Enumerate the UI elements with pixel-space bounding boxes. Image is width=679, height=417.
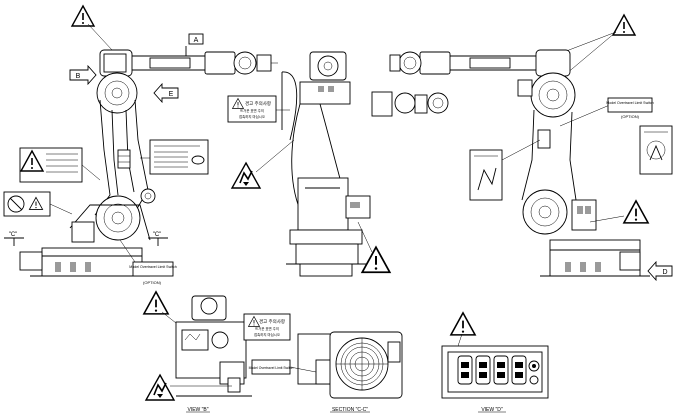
view-d-label: VIEW "D" [481,407,503,413]
view-b-label: VIEW "B" [187,407,208,413]
svg-text:"C": "C" [153,232,162,238]
svg-text:Model Overtravel Limit Switch: Model Overtravel Limit Switch [249,366,294,370]
svg-text:"C": "C" [9,232,18,238]
svg-text:Model Overtravel Limit Switch: Model Overtravel Limit Switch [606,101,654,105]
section-c-label: SECTION "C-C" [332,407,368,413]
callout-a: A [185,33,204,56]
note-limit-switch-3: Model Overtravel Limit Switch [249,359,317,375]
svg-text:E: E [169,91,174,98]
svg-text:A: A [194,37,199,44]
crush-warning-label [469,139,541,201]
warning-label-panel [19,147,101,183]
svg-text:경고 주의사항: 경고 주의사항 [259,318,285,325]
hot-surface-label: 경고 주의사항 뜨거운 표면 주의 접촉하지 마십시오 [227,95,290,123]
svg-text:(OPTION): (OPTION) [621,114,640,119]
note-limit-switch-2: Model Overtravel Limit Switch (OPTION) [559,97,654,127]
section-marker-c-left: "C" [4,232,24,246]
section-c-c: Model Overtravel Limit Switch SECTION "C… [249,331,403,413]
svg-text:경고 주의사항: 경고 주의사항 [245,100,271,107]
front-view: 경고 주의사항 뜨거운 표면 주의 접촉하지 마십시오 [227,51,391,277]
warning-triangle-icon [361,246,391,274]
crush-warning-icon [145,374,175,401]
spec-plate [140,139,209,175]
svg-text:접촉하지 마십시오: 접촉하지 마십시오 [254,332,280,337]
svg-text:Model Overtravel Limit Switch: Model Overtravel Limit Switch [129,265,177,269]
warning-triangle-icon [612,14,636,36]
svg-text:뜨거운 표면 주의: 뜨거운 표면 주의 [240,108,264,113]
view-b: 경고 주의사항 뜨거운 표면 주의 접촉하지 마십시오 VIEW "B" [143,291,291,413]
svg-text:(OPTION): (OPTION) [143,280,162,285]
svg-text:D: D [662,269,667,276]
warning-triangle-icon [450,312,476,336]
warning-triangle-icon [623,200,649,224]
robot-zone-label [639,125,673,175]
view-d: VIEW "D" [441,312,549,413]
no-entry-label [3,191,73,217]
svg-text:B: B [76,73,81,80]
side-view-left: A B E [3,5,278,285]
callout-d: D [647,260,673,282]
crush-warning-icon [231,162,261,189]
section-marker-c-right: "C" [148,232,168,246]
warning-triangle-icon [143,291,169,315]
warning-triangle-icon [71,5,95,27]
connector-row [457,355,540,385]
svg-text:뜨거운 표면 주의: 뜨거운 표면 주의 [255,326,279,331]
hot-surface-label-b: 경고 주의사항 뜨거운 표면 주의 접촉하지 마십시오 [243,313,291,341]
callout-e: E [153,82,179,104]
side-view-right: D Model Overtravel Limit Switch (OPTION) [371,14,673,282]
svg-text:접촉하지 마십시오: 접촉하지 마십시오 [239,114,265,119]
callout-b: B [69,64,97,86]
note-limit-switch-1: Model Overtravel Limit Switch (OPTION) [119,239,177,285]
